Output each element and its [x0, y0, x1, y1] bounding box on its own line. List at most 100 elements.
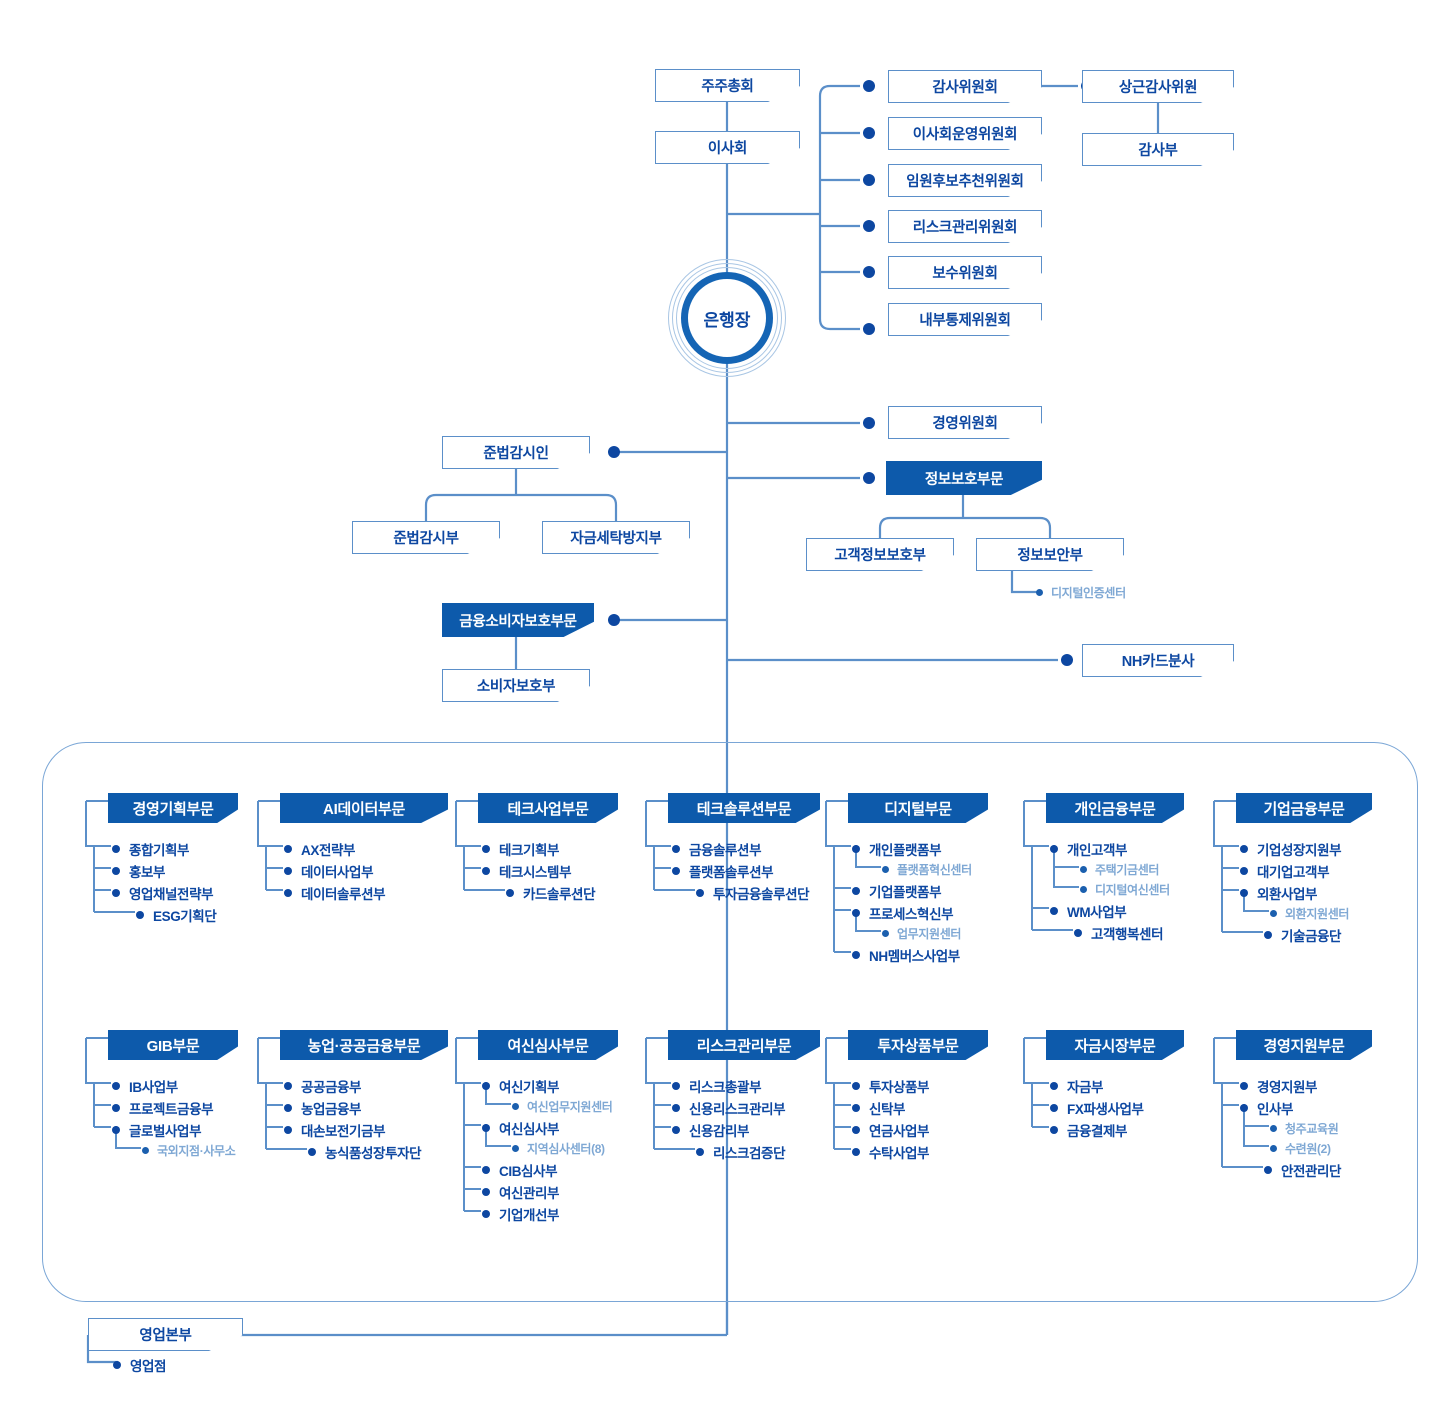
- dept-item[interactable]: 홍보부: [112, 861, 165, 881]
- box-consumer-protection-department[interactable]: 소비자보호부: [442, 669, 590, 702]
- box-board-of-directors[interactable]: 이사회: [655, 131, 800, 164]
- box-standing-auditor[interactable]: 상근감사위원: [1082, 70, 1234, 103]
- dept-item[interactable]: 개인플랫폼부: [852, 839, 941, 859]
- dept-item[interactable]: 데이터솔루션부: [284, 883, 386, 903]
- dept-header-3-2[interactable]: 여신심사부문: [478, 1030, 618, 1060]
- dept-item[interactable]: 외환지원센터: [1270, 905, 1349, 922]
- dept-item[interactable]: 투자상품부: [852, 1076, 929, 1096]
- dept-item[interactable]: 기술금융단: [1264, 925, 1341, 945]
- box-financial-consumer-protection-division[interactable]: 금융소비자보호부문: [442, 603, 594, 637]
- dept-item[interactable]: 금융결제부: [1050, 1120, 1127, 1140]
- dept-item[interactable]: CIB심사부: [482, 1160, 557, 1180]
- dept-item[interactable]: WM사업부: [1050, 901, 1127, 921]
- dept-item[interactable]: 기업플랫폼부: [852, 881, 941, 901]
- dept-header-1-2[interactable]: GIB부문: [108, 1030, 238, 1060]
- dept-item[interactable]: 기업성장지원부: [1240, 839, 1342, 859]
- dept-item[interactable]: 프로젝트금융부: [112, 1098, 214, 1118]
- dept-item[interactable]: 경영지원부: [1240, 1076, 1317, 1096]
- dept-item[interactable]: 개인고객부: [1050, 839, 1127, 859]
- ceo-node[interactable]: 은행장: [668, 259, 786, 377]
- dept-item[interactable]: 금융솔루션부: [672, 839, 761, 859]
- dept-item[interactable]: 테크시스템부: [482, 861, 571, 881]
- dept-item[interactable]: 공공금융부: [284, 1076, 361, 1096]
- dept-item[interactable]: 글로벌사업부: [112, 1120, 201, 1140]
- box-nh-card-division[interactable]: NH카드분사: [1082, 644, 1234, 677]
- box-compensation-committee[interactable]: 보수위원회: [888, 256, 1042, 289]
- dept-item[interactable]: 플랫폼솔루션부: [672, 861, 774, 881]
- dept-item[interactable]: 신용리스크관리부: [672, 1098, 786, 1118]
- dept-item[interactable]: 여신기획부: [482, 1076, 559, 1096]
- dept-item[interactable]: 농업금융부: [284, 1098, 361, 1118]
- leaf-branch-office[interactable]: 영업점: [113, 1355, 166, 1375]
- dept-item[interactable]: 자금부: [1050, 1076, 1103, 1096]
- ceo-circle[interactable]: 은행장: [681, 272, 773, 364]
- dept-item[interactable]: 여신관리부: [482, 1182, 559, 1202]
- dept-item[interactable]: 대기업고객부: [1240, 861, 1329, 881]
- dept-item[interactable]: 청주교육원: [1270, 1120, 1339, 1137]
- box-information-security-division[interactable]: 정보보호부문: [886, 461, 1042, 495]
- dept-item[interactable]: 투자금융솔루션단: [696, 883, 810, 903]
- dept-header-6-2[interactable]: 자금시장부문: [1046, 1030, 1184, 1060]
- box-internal-control-committee[interactable]: 내부통제위원회: [888, 303, 1042, 336]
- dept-item[interactable]: 고객행복센터: [1074, 923, 1163, 943]
- box-board-operating-committee[interactable]: 이사회운영위원회: [888, 117, 1042, 150]
- box-information-security-department[interactable]: 정보보안부: [976, 538, 1124, 571]
- dept-item[interactable]: 지역심사센터(8): [512, 1140, 605, 1157]
- dept-item[interactable]: AX전략부: [284, 839, 355, 859]
- dept-header-7-1[interactable]: 기업금융부문: [1236, 793, 1372, 823]
- dept-item[interactable]: 디지털여신센터: [1080, 881, 1170, 898]
- dept-item[interactable]: 기업개선부: [482, 1204, 559, 1224]
- dept-header-6-1[interactable]: 개인금융부문: [1046, 793, 1184, 823]
- dept-item[interactable]: 수련원(2): [1270, 1140, 1331, 1157]
- box-compliance-officer[interactable]: 준법감시인: [442, 436, 590, 469]
- dept-item[interactable]: 여신심사부: [482, 1118, 559, 1138]
- dept-header-1-1[interactable]: 경영기획부문: [108, 793, 238, 823]
- dept-item[interactable]: 플랫폼혁신센터: [882, 861, 972, 878]
- dept-item[interactable]: 리스크총괄부: [672, 1076, 761, 1096]
- dept-item[interactable]: 수탁사업부: [852, 1142, 929, 1162]
- box-business-headquarters[interactable]: 영업본부: [88, 1318, 243, 1351]
- dept-item[interactable]: 신탁부: [852, 1098, 905, 1118]
- dept-item[interactable]: FX파생사업부: [1050, 1098, 1144, 1118]
- dept-item[interactable]: 국외지점·사무소: [142, 1142, 236, 1159]
- box-audit-committee[interactable]: 감사위원회: [888, 70, 1042, 103]
- dept-item[interactable]: 안전관리단: [1264, 1160, 1341, 1180]
- dept-item[interactable]: IB사업부: [112, 1076, 178, 1096]
- dept-item[interactable]: 신용감리부: [672, 1120, 749, 1140]
- box-management-committee[interactable]: 경영위원회: [888, 406, 1042, 439]
- dept-item[interactable]: 여신업무지원센터: [512, 1098, 613, 1115]
- dept-header-4-1[interactable]: 테크솔루션부문: [668, 793, 820, 823]
- leaf-digital-certification-center[interactable]: 디지털인증센터: [1036, 584, 1126, 601]
- dept-header-5-2[interactable]: 투자상품부문: [848, 1030, 988, 1060]
- dept-item[interactable]: 농식품성장투자단: [308, 1142, 422, 1162]
- dept-header-3-1[interactable]: 테크사업부문: [478, 793, 618, 823]
- box-compliance-department[interactable]: 준법감시부: [352, 521, 500, 554]
- dept-header-7-2[interactable]: 경영지원부문: [1236, 1030, 1372, 1060]
- dept-item[interactable]: 종합기획부: [112, 839, 189, 859]
- dept-item[interactable]: 주택기금센터: [1080, 861, 1159, 878]
- box-audit-department[interactable]: 감사부: [1082, 133, 1234, 166]
- box-aml-department[interactable]: 자금세탁방지부: [542, 521, 690, 554]
- dept-header-4-2[interactable]: 리스크관리부문: [668, 1030, 820, 1060]
- dept-header-2-1[interactable]: AI데이터부문: [280, 793, 448, 823]
- dept-item[interactable]: 카드솔루션단: [506, 883, 595, 903]
- dept-item[interactable]: 리스크검증단: [696, 1142, 785, 1162]
- dept-header-5-1[interactable]: 디지털부문: [848, 793, 988, 823]
- dept-item[interactable]: 프로세스혁신부: [852, 903, 954, 923]
- label: 투자상품부문: [877, 1037, 959, 1055]
- box-risk-management-committee[interactable]: 리스크관리위원회: [888, 210, 1042, 243]
- box-executive-nomination-committee[interactable]: 임원후보추천위원회: [888, 164, 1042, 197]
- dept-item[interactable]: 영업채널전략부: [112, 883, 214, 903]
- dept-item[interactable]: 인사부: [1240, 1098, 1293, 1118]
- dept-item[interactable]: 테크기획부: [482, 839, 559, 859]
- dept-item[interactable]: 업무지원센터: [882, 925, 961, 942]
- dept-item[interactable]: 대손보전기금부: [284, 1120, 386, 1140]
- dept-item[interactable]: NH멤버스사업부: [852, 945, 960, 965]
- dept-item[interactable]: 연금사업부: [852, 1120, 929, 1140]
- dept-item[interactable]: ESG기획단: [136, 905, 217, 925]
- box-shareholders-meeting[interactable]: 주주총회: [655, 69, 800, 102]
- dept-item[interactable]: 데이터사업부: [284, 861, 373, 881]
- dept-header-2-2[interactable]: 농업·공공금융부문: [280, 1030, 448, 1060]
- dept-item[interactable]: 외환사업부: [1240, 883, 1317, 903]
- box-customer-info-protection-department[interactable]: 고객정보보호부: [806, 538, 954, 571]
